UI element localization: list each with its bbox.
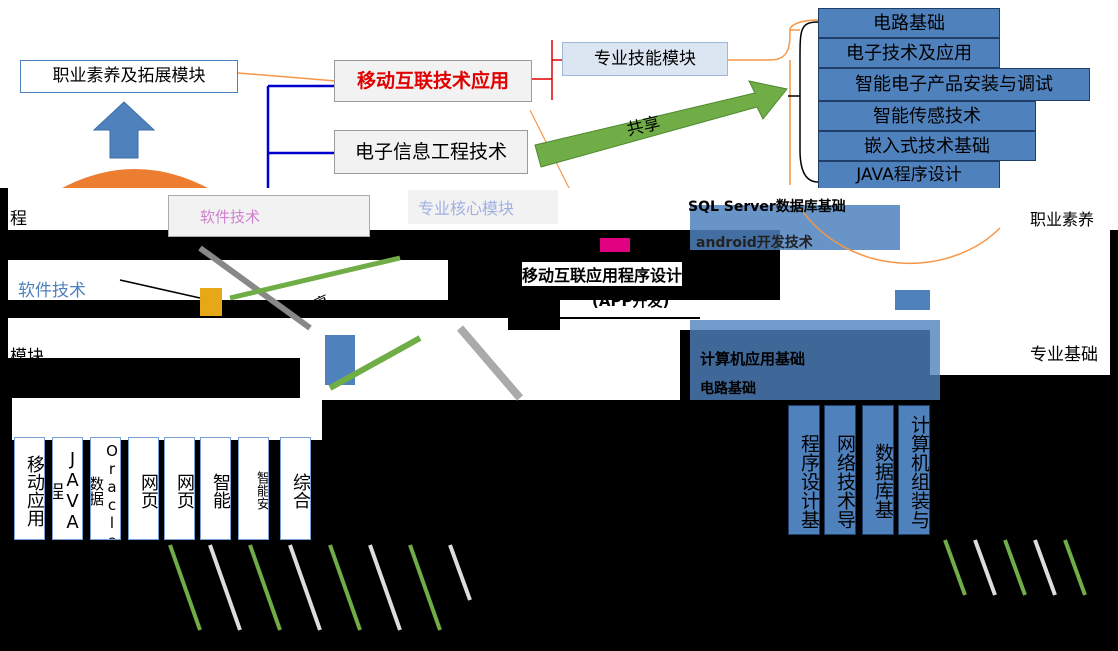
left-column: 智能 <box>200 437 231 540</box>
glitch-fragment <box>690 205 900 250</box>
left-column: 网页 <box>164 437 195 540</box>
left-column: 移动应用 <box>14 437 45 540</box>
module-partial: 模块 <box>10 347 44 367</box>
base-item1: 计算机应用基础 <box>700 350 806 368</box>
left-box1-text: 软件技术 <box>200 208 261 226</box>
right-partial: 专业基础 <box>1030 345 1098 365</box>
electronic-info-box: 电子信息工程技术 <box>334 130 528 174</box>
career-module-label: 职业素养及拓展模块 <box>52 66 206 86</box>
glitch-fragment <box>895 290 930 310</box>
sql-label: SQL Server数据库基础 <box>688 199 846 215</box>
right-column: 数据库基 <box>862 405 894 535</box>
skill-item: 电子技术及应用 <box>818 38 1000 68</box>
center-sub: (APP开发) <box>592 292 670 310</box>
glitch-stripes-right <box>943 539 1087 596</box>
right-column: 计算机组装与 <box>898 405 930 535</box>
skill-item: 智能传感技术 <box>818 101 1036 131</box>
glitch-lines <box>119 207 1001 401</box>
android-label: android开发技术 <box>696 235 813 251</box>
glitch-fragment <box>200 288 222 316</box>
glitch-stripes-left <box>168 544 472 631</box>
right-top-partial: 职业素养 <box>1030 210 1095 229</box>
base-item2: 电路基础 <box>700 381 756 397</box>
glitch-fragment <box>600 238 630 252</box>
left-column: 网页 <box>128 437 159 540</box>
glitch-band <box>408 190 558 224</box>
right-column: 程序设计基 <box>788 405 820 535</box>
left-column: Oracle数据 <box>90 437 121 540</box>
glitch-band <box>168 195 370 237</box>
share-arrow <box>534 80 788 168</box>
mobile-internet-label: 移动互联技术应用 <box>356 70 509 92</box>
professional-skill-box: 专业技能模块 <box>562 42 728 76</box>
left-column: JAVA程 <box>52 437 83 540</box>
left-column: 智能安 <box>238 437 269 540</box>
left-column: 综合 <box>280 437 311 540</box>
center-title: 移动互联应用程序设计 <box>522 262 683 286</box>
glitch-band <box>930 330 1110 375</box>
skill-item: JAVA程序设计 <box>818 161 1000 189</box>
skill-item: 电路基础 <box>818 8 1000 38</box>
glitch-band <box>12 398 322 440</box>
professional-skill-label: 专业技能模块 <box>594 49 696 69</box>
mobile-internet-box: 移动互联技术应用 <box>334 60 532 102</box>
skill-item: 嵌入式技术基础 <box>818 131 1036 161</box>
electronic-info-label: 电子信息工程技术 <box>354 141 507 163</box>
up-arrow <box>92 101 156 159</box>
left-partial-text: 程 <box>10 209 27 229</box>
glitch-fragment <box>690 320 940 400</box>
left-box2-text: 专业核心模块 <box>418 199 515 218</box>
software-tech-text: 软件技术 <box>18 281 86 301</box>
career-module-box: 职业素养及拓展模块 <box>20 60 238 93</box>
right-column: 网络技术导 <box>824 405 856 535</box>
skill-item: 智能电子产品安装与调试 <box>818 68 1090 101</box>
